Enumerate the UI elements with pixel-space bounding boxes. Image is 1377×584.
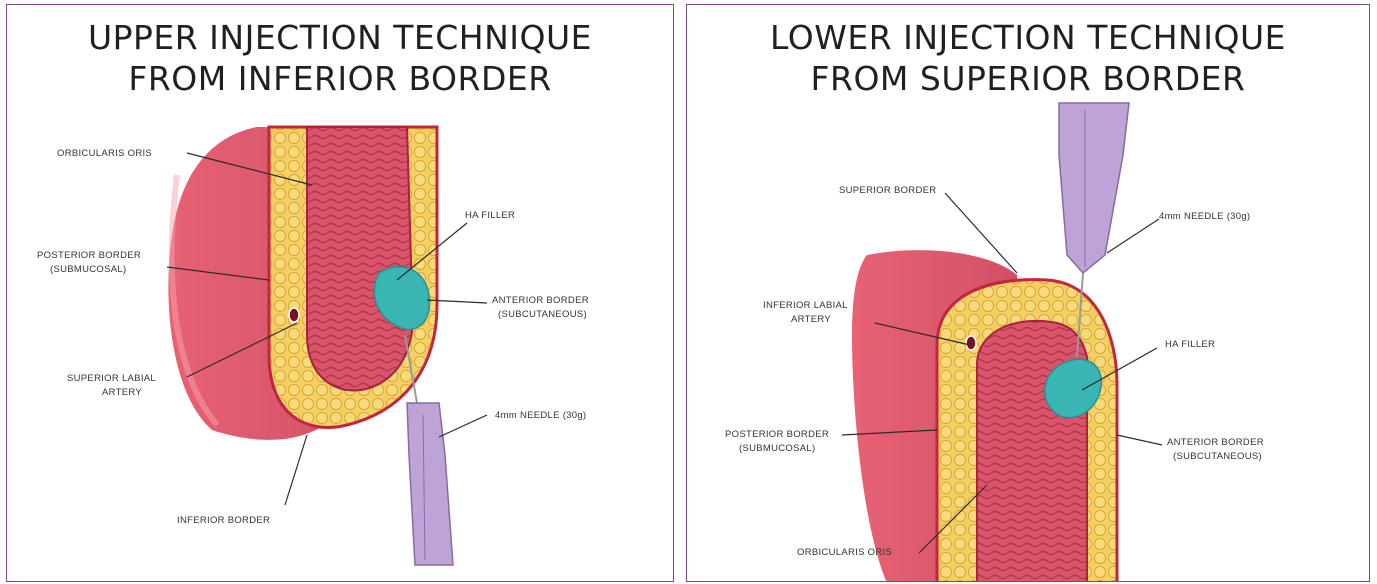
upper-injection-panel: UPPER INJECTION TECHNIQUE FROM INFERIOR … [6, 4, 674, 582]
inferior-labial-artery [966, 336, 976, 350]
superior-labial-artery [289, 308, 299, 322]
label-inferior-border: INFERIOR BORDER [177, 515, 270, 526]
label-anterior-subcutaneous: (SUBCUTANEOUS) [498, 309, 587, 320]
label-posterior-submucosal: (SUBMUCOSAL) [50, 264, 126, 275]
lower-injection-panel: LOWER INJECTION TECHNIQUE FROM SUPERIOR … [686, 4, 1370, 582]
label-orbicularis-oris: ORBICULARIS ORIS [57, 148, 152, 159]
label-inferior-labial: INFERIOR LABIAL [763, 300, 848, 311]
label-needle: 4mm NEEDLE (30g) [495, 410, 586, 421]
label-artery: ARTERY [102, 387, 142, 398]
label-orbicularis-oris: ORBICULARIS ORIS [797, 547, 892, 558]
label-ha-filler: HA FILLER [1165, 339, 1215, 350]
label-anterior-subcutaneous: (SUBCUTANEOUS) [1173, 451, 1262, 462]
needle-hub [407, 403, 453, 565]
lower-lip-cross-section: SUPERIOR BORDER 4mm NEEDLE (30g) INFERIO… [687, 5, 1370, 582]
label-needle: 4mm NEEDLE (30g) [1159, 211, 1250, 222]
label-artery: ARTERY [791, 314, 831, 325]
label-superior-labial: SUPERIOR LABIAL [67, 373, 156, 384]
label-posterior-border: POSTERIOR BORDER [37, 250, 141, 261]
orbicularis-oris-muscle [307, 127, 413, 391]
label-anterior-border: ANTERIOR BORDER [1167, 437, 1264, 448]
label-superior-border: SUPERIOR BORDER [839, 185, 936, 196]
label-posterior-submucosal: (SUBMUCOSAL) [739, 443, 815, 454]
needle-hub [1059, 103, 1129, 273]
label-anterior-border: ANTERIOR BORDER [492, 295, 589, 306]
label-ha-filler: HA FILLER [465, 210, 515, 221]
label-posterior-border: POSTERIOR BORDER [725, 429, 829, 440]
upper-lip-cross-section: ORBICULARIS ORIS POSTERIOR BORDER (SUBMU… [7, 5, 674, 582]
